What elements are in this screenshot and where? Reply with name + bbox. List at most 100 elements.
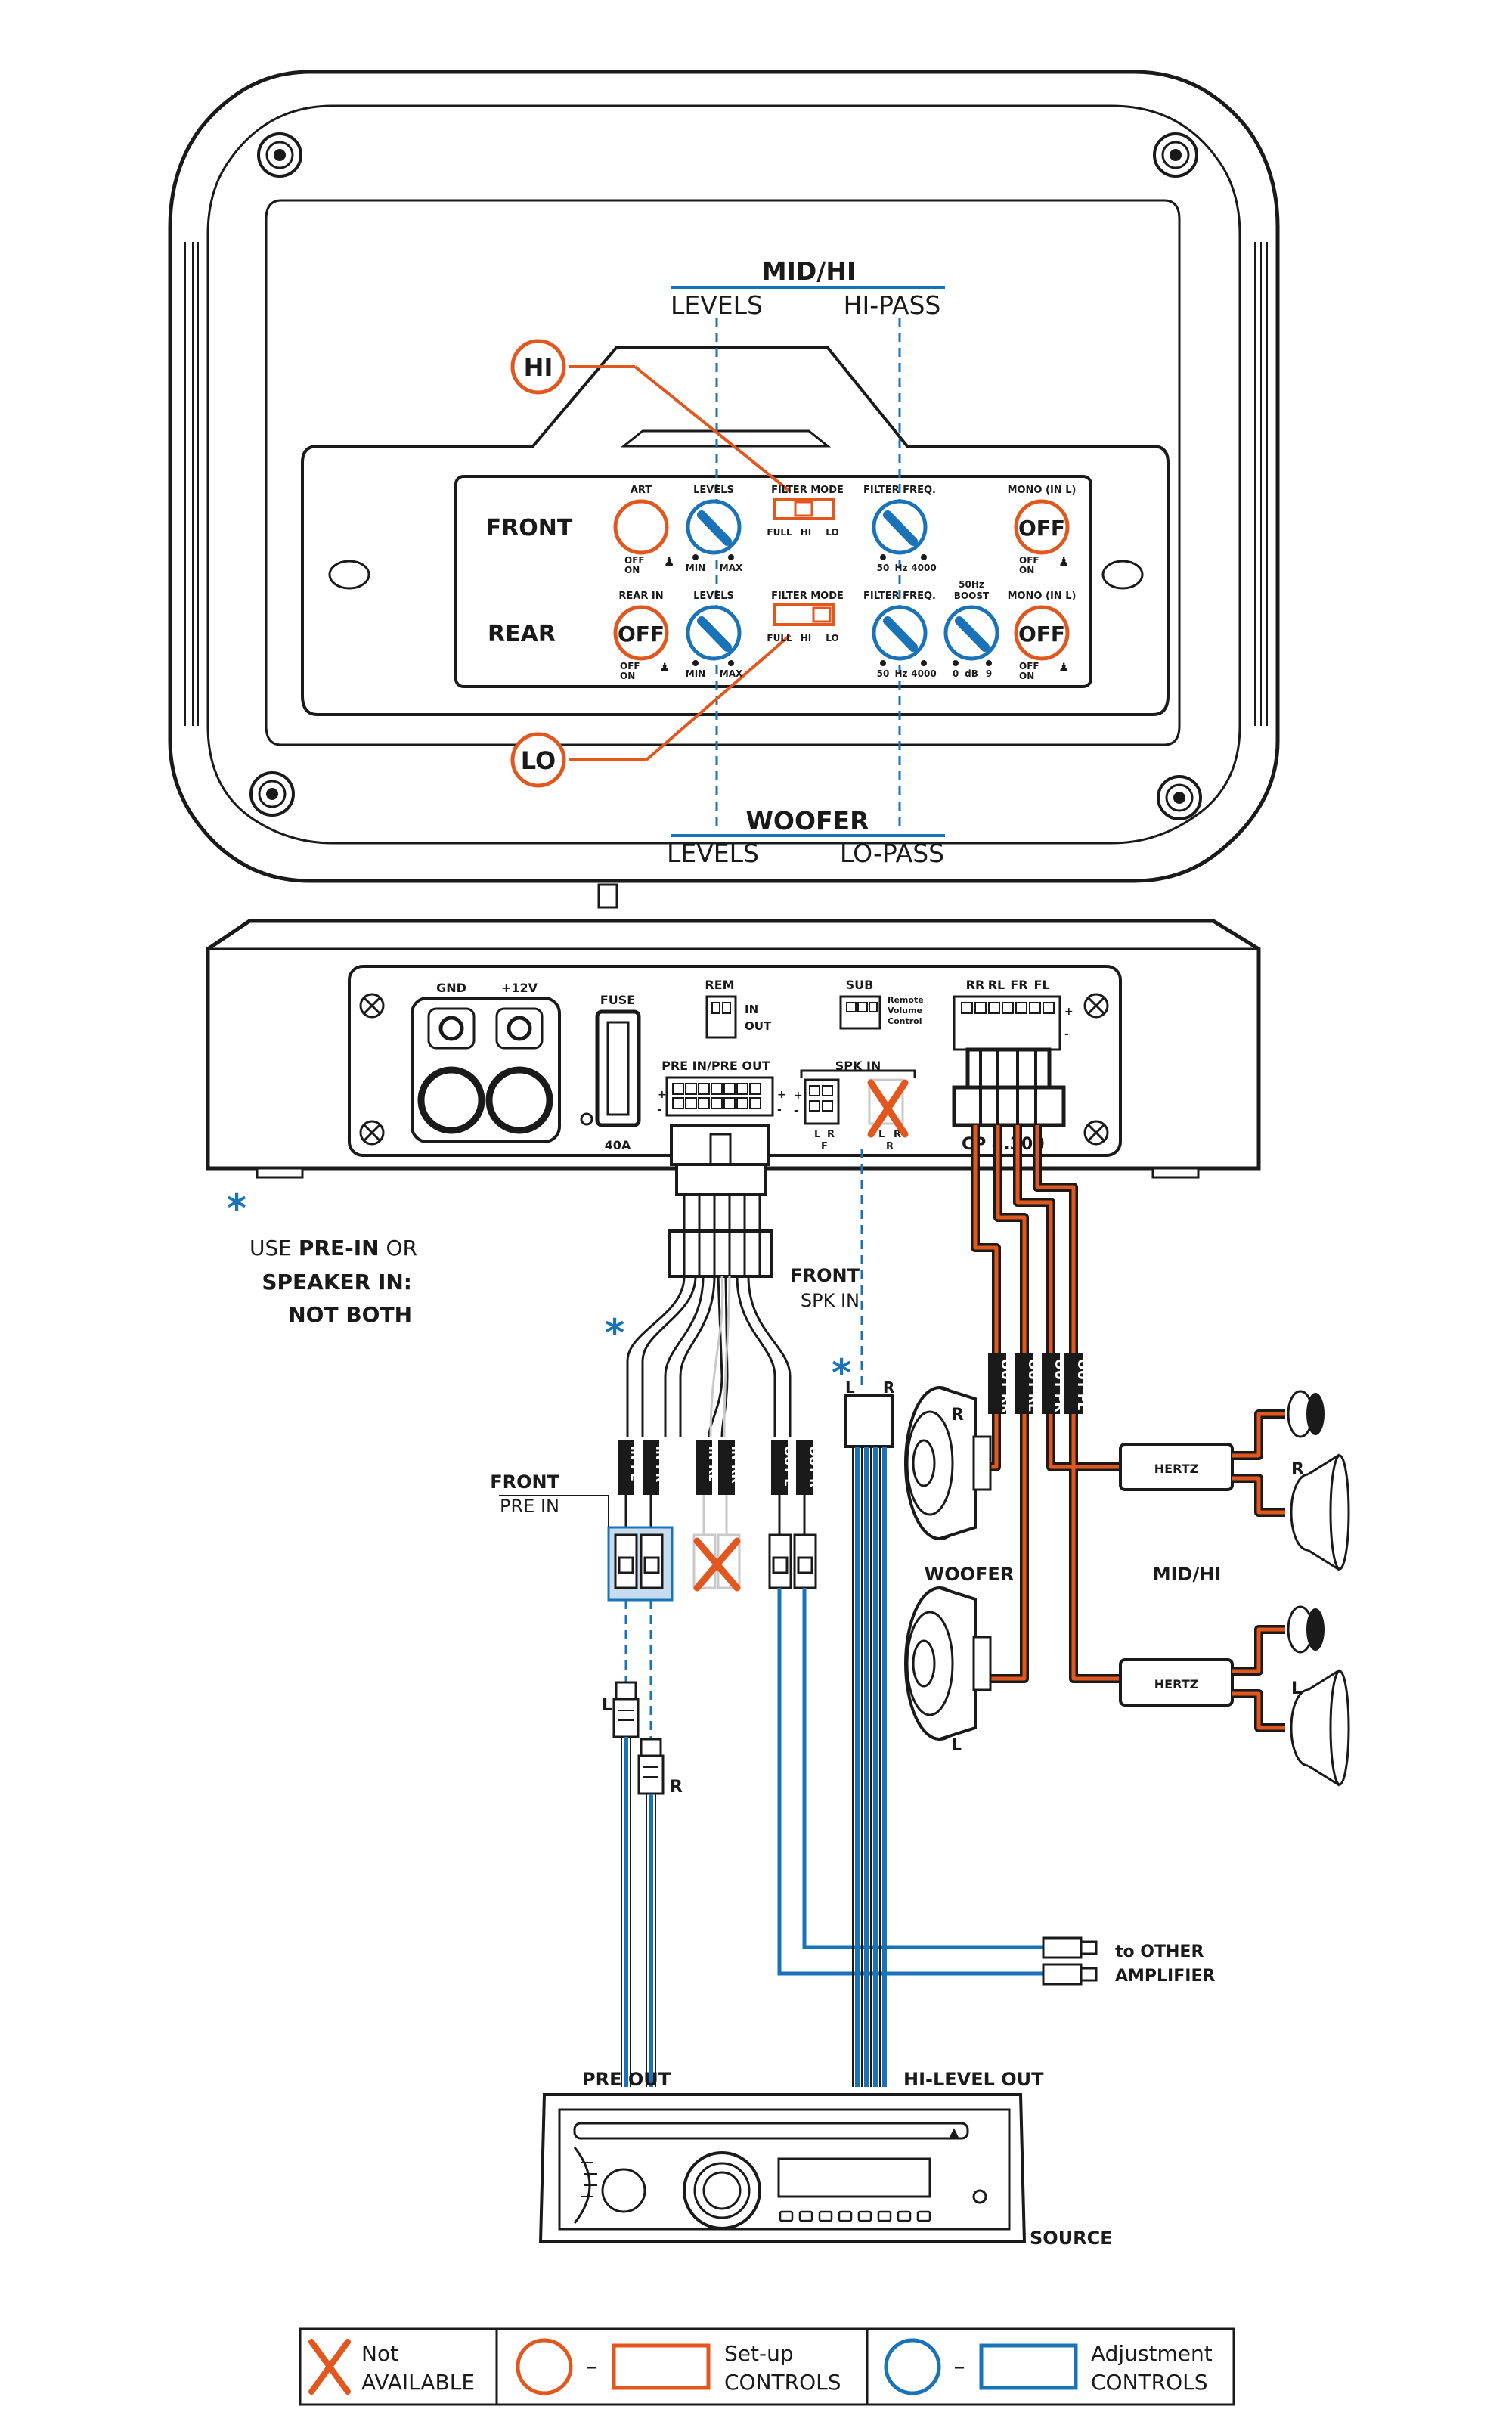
svg-text:Not: Not	[361, 2341, 398, 2366]
art-switch[interactable]	[613, 499, 669, 555]
legend: Not AVAILABLE – Set-up CONTROLS – Adjust…	[299, 2327, 1235, 2406]
svg-text:SPK IN: SPK IN	[801, 1290, 860, 1311]
fuse-label: FUSE	[600, 993, 635, 1007]
front-row-label: FRONT	[486, 515, 573, 541]
svg-text:-: -	[658, 1104, 662, 1116]
rem-connector[interactable]	[705, 995, 737, 1039]
svg-text:CONTROLS: CONTROLS	[724, 2370, 841, 2395]
woofer-r: R	[904, 1386, 992, 1540]
rca-female-fl	[614, 1533, 664, 1589]
svg-text:L: L	[951, 1736, 962, 1755]
guide-lines	[715, 318, 901, 832]
svg-text:OUT: OUT	[745, 1019, 772, 1033]
svg-text:MIN: MIN	[686, 668, 705, 679]
svg-text:–: –	[954, 2354, 965, 2380]
svg-text:Adjustment: Adjustment	[1091, 2341, 1213, 2366]
svg-text:MONO (IN L): MONO (IN L)	[1008, 485, 1077, 496]
svg-text:-: -	[777, 1104, 782, 1116]
svg-text:IN FR: IN FR	[653, 1446, 668, 1482]
svg-text:IN: IN	[745, 1003, 758, 1016]
svg-text:R: R	[894, 1129, 901, 1140]
svg-text:Hz: Hz	[894, 668, 907, 679]
svg-text:FULL: FULL	[767, 633, 792, 643]
crossover-front-r: HERTZ	[1119, 1443, 1234, 1491]
svg-text:+: +	[777, 1089, 786, 1101]
svg-text:L: L	[602, 1696, 612, 1715]
svg-text:OUT RR: OUT RR	[998, 1359, 1013, 1413]
svg-text:9: 9	[986, 668, 992, 679]
svg-text:RL: RL	[988, 978, 1005, 992]
svg-text:Hz: Hz	[894, 563, 907, 573]
svg-text:F: F	[821, 1141, 828, 1152]
tweeter-r	[1287, 1390, 1325, 1438]
svg-text:USE PRE-IN OR: USE PRE-IN OR	[249, 1236, 417, 1260]
svg-text:OFF: OFF	[1018, 516, 1065, 541]
rca-male-l: L	[602, 1681, 640, 1738]
svg-text:HI: HI	[801, 527, 812, 538]
svg-text:LO: LO	[826, 527, 838, 538]
svg-text:BOOST: BOOST	[954, 591, 990, 601]
svg-text:▲: ▲	[949, 2125, 959, 2141]
midrange-l: L	[1290, 1669, 1350, 1787]
svg-text:PRE IN: PRE IN	[500, 1496, 559, 1517]
svg-text:R: R	[886, 1141, 894, 1152]
ridge-left	[184, 242, 199, 726]
screw-top-left	[257, 132, 302, 178]
not-available-x-icon	[867, 1079, 909, 1138]
svg-text:NOT BOTH: NOT BOTH	[288, 1302, 412, 1327]
rca-male-r: R	[637, 1738, 683, 1797]
svg-text:Set-up: Set-up	[724, 2341, 794, 2366]
source-head-unit: ▲	[538, 2093, 1027, 2243]
svg-text:40A: 40A	[605, 1138, 631, 1152]
svg-text:HI: HI	[801, 633, 812, 643]
svg-text:4000: 4000	[911, 563, 936, 573]
rear-mono-switch[interactable]	[1014, 605, 1070, 661]
svg-text:ON: ON	[1019, 565, 1034, 575]
lo-callout: LO	[510, 634, 792, 788]
svg-text:LEVELS: LEVELS	[693, 591, 734, 602]
svg-text:L: L	[845, 1378, 855, 1397]
svg-text:IN FL: IN FL	[628, 1446, 643, 1481]
svg-text:ON: ON	[624, 565, 640, 575]
rem-label: REM	[705, 978, 734, 992]
front-mono-switch[interactable]	[1014, 499, 1070, 555]
source-label: SOURCE	[1030, 2228, 1113, 2249]
not-available-legend-icon	[308, 2339, 351, 2395]
svg-text:HI: HI	[524, 353, 553, 382]
svg-text:+: +	[1064, 1006, 1074, 1018]
woofer-label: WOOFER	[925, 1564, 1015, 1585]
svg-text:♟: ♟	[1058, 660, 1069, 674]
svg-text:L: L	[1291, 1679, 1302, 1698]
lopass-label: LO-PASS	[840, 839, 944, 868]
spk-in-label: SPK IN	[835, 1059, 881, 1073]
svg-text:ART: ART	[631, 485, 652, 496]
setup-legend-rect	[612, 2343, 711, 2390]
svg-text:OUT R: OUT R	[807, 1446, 821, 1487]
harness-tags: IN FL IN FR IN RL IN RR OUT L OUT R	[618, 1440, 821, 1495]
svg-text:–: –	[587, 2354, 598, 2380]
svg-text:R: R	[883, 1378, 894, 1397]
adjust-legend-rect	[979, 2343, 1078, 2390]
svg-text:+: +	[658, 1089, 667, 1101]
svg-text:Control: Control	[888, 1016, 922, 1026]
svg-text:OUT RL: OUT RL	[1025, 1359, 1040, 1412]
svg-text:LEVELS: LEVELS	[693, 485, 734, 496]
svg-text:Remote: Remote	[888, 995, 924, 1005]
svg-text:♟: ♟	[664, 554, 674, 569]
panel-screw-icon	[359, 993, 1109, 1146]
screw-bottom-left	[249, 771, 295, 817]
rca-to-other-amp	[1042, 1936, 1098, 1986]
rca-female-out	[768, 1533, 817, 1589]
svg-text:L: L	[878, 1129, 885, 1140]
svg-text:50: 50	[877, 668, 890, 679]
amplifier-side-view: GND +12V FUSE 40A REM IN OUT SUB Remote …	[206, 919, 1261, 1179]
svg-text:50: 50	[877, 563, 890, 573]
rear-row-label: REAR	[488, 621, 556, 647]
amplifier-top-view: MID/HI LEVELS HI-PASS WOOFER LEVELS LO-P…	[168, 70, 1280, 909]
rear-in-switch[interactable]	[613, 605, 669, 661]
woofer-title: WOOFER	[745, 806, 869, 836]
svg-text:ON: ON	[620, 671, 635, 681]
svg-text:R: R	[670, 1778, 683, 1797]
svg-text:OUT L: OUT L	[782, 1446, 796, 1486]
